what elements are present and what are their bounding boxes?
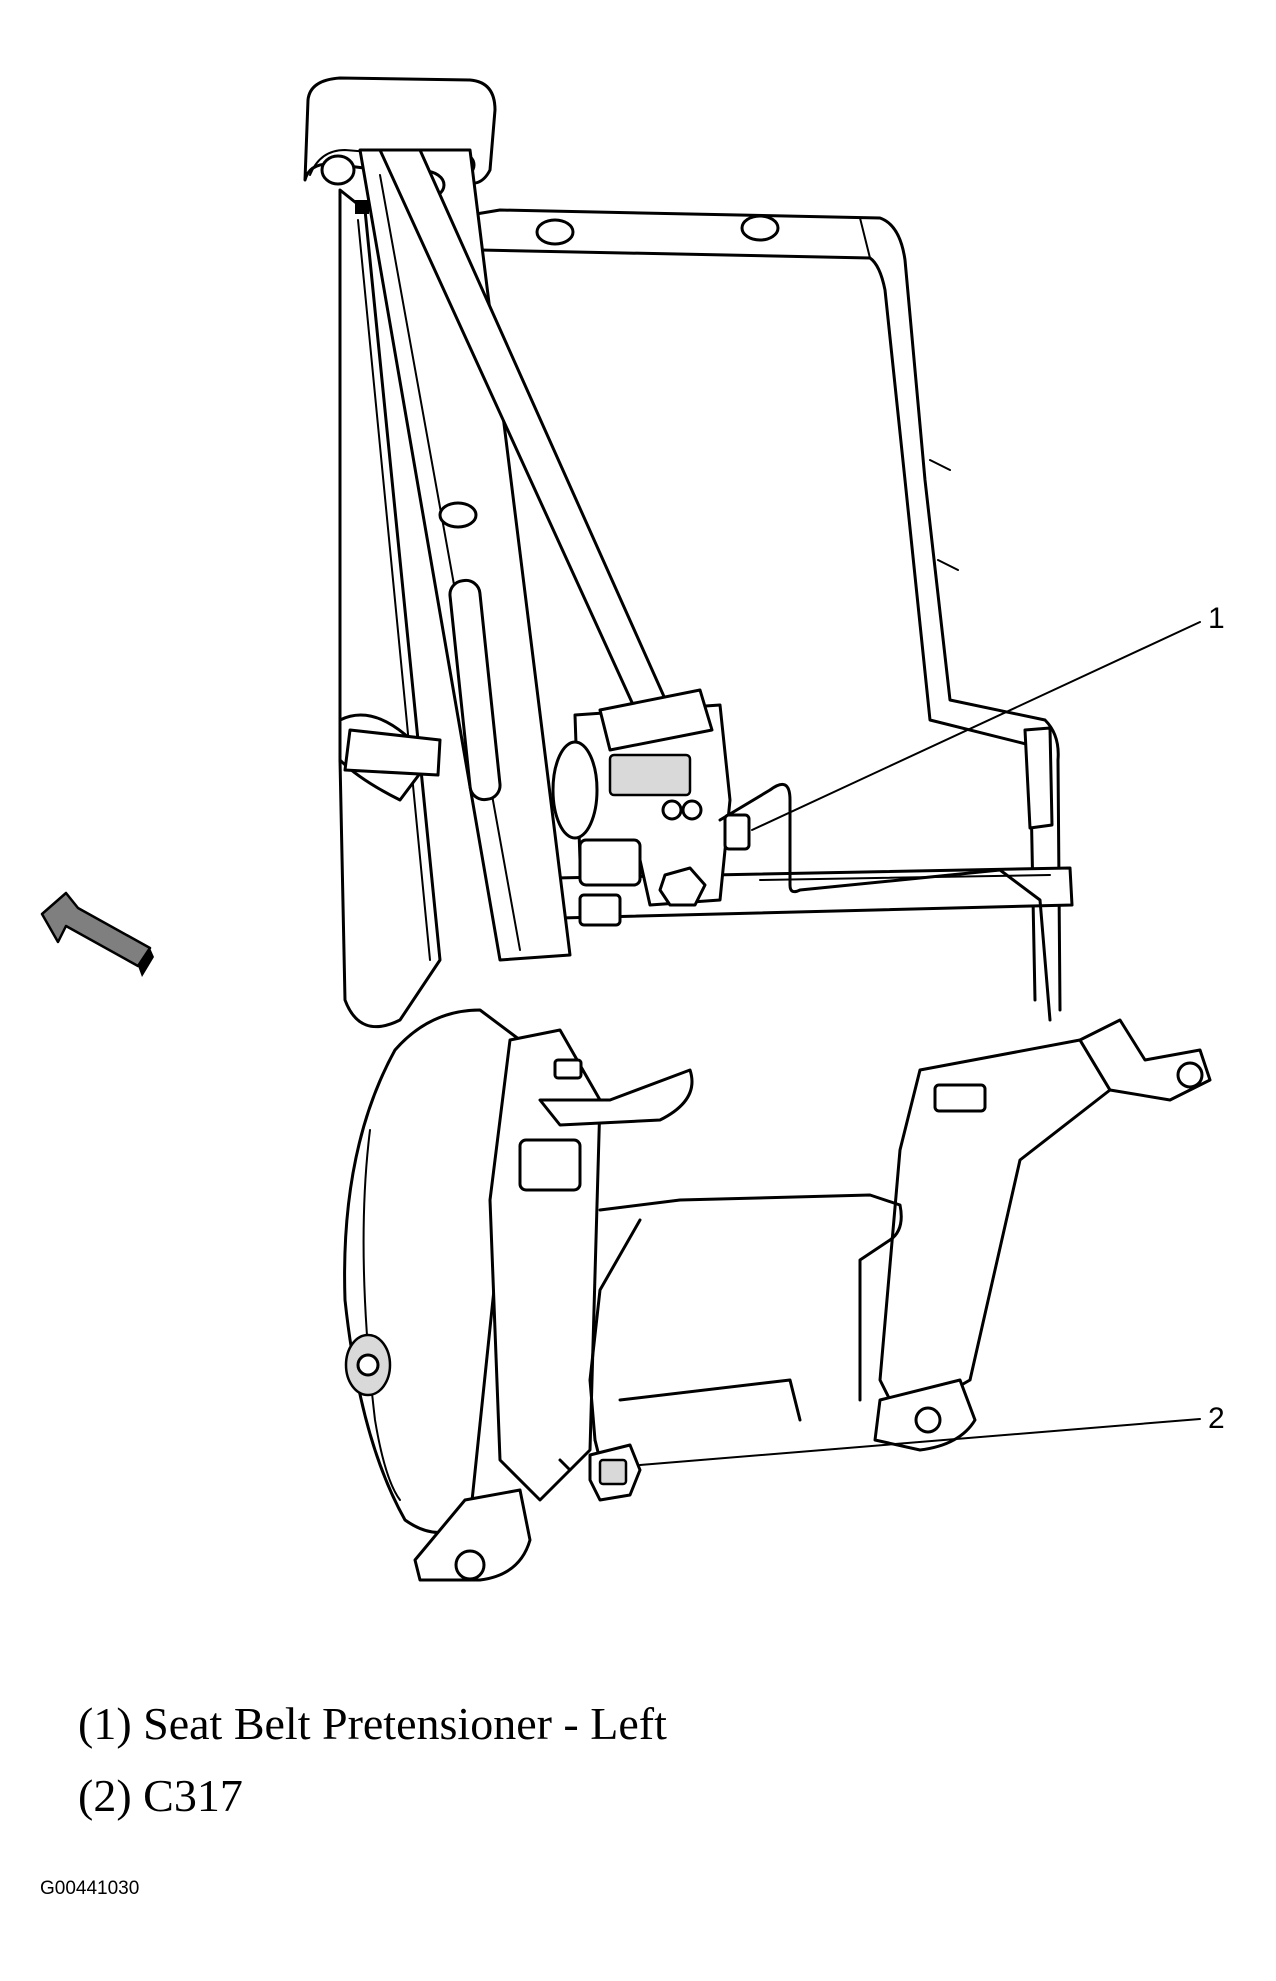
seat-track-right [873, 1018, 1212, 1452]
seat-belt-retractor [551, 688, 732, 927]
c317-connector [588, 1443, 642, 1502]
lower-wiring-harness [558, 1193, 903, 1472]
seat-track-left [413, 1028, 694, 1582]
seat-back-outer-panel [338, 188, 442, 1029]
direction-arrow-icon [40, 891, 154, 977]
seat-belt-pretensioner-diagram: 1 2 [40, 76, 1225, 1582]
legend-item-2: (2) C317 [78, 1770, 243, 1821]
callout-number-1: 1 [1208, 602, 1225, 635]
seat-back-frame [468, 208, 1062, 1012]
seat-side-shield [343, 1008, 522, 1534]
pretensioner-wiring [718, 782, 1052, 1022]
figure-id: G00441030 [40, 1878, 140, 1899]
legend-item-1: (1) Seat Belt Pretensioner - Left [78, 1698, 667, 1749]
callout-leader-lines [639, 621, 1201, 1466]
callout-number-2: 2 [1208, 1402, 1225, 1435]
legend: (1) Seat Belt Pretensioner - Left (2) C3… [78, 1688, 667, 1832]
